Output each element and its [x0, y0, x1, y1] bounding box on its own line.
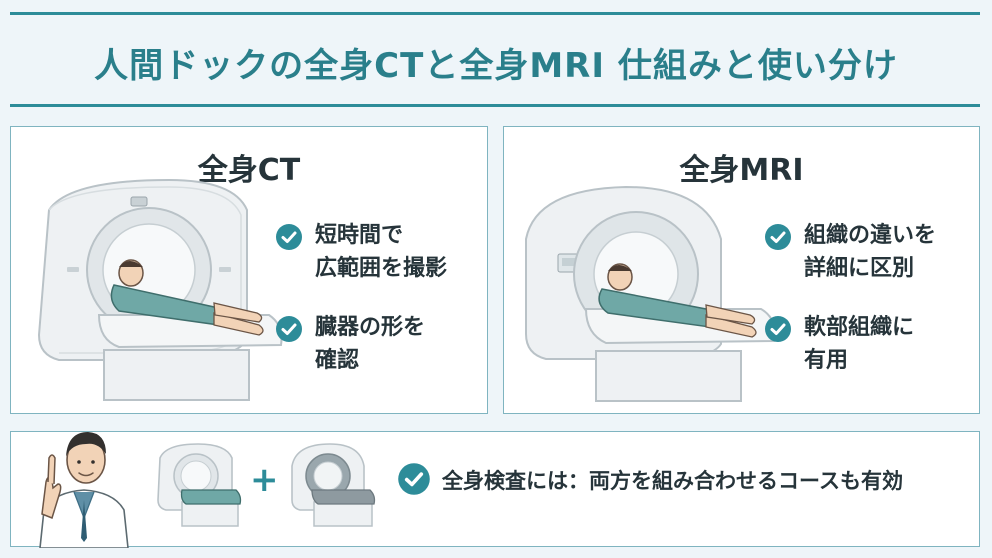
- mri-panel: 全身MRI 組織の違いを 詳細に区別 軟部組織に: [503, 126, 980, 414]
- ct-feature-2-line1: 臓器の形を: [315, 315, 426, 340]
- mri-feature-1-line1: 組織の違いを: [804, 223, 937, 248]
- ct-scanner-small-illustration: [157, 443, 242, 527]
- doctor-illustration: [39, 432, 129, 548]
- ct-feature-1-line1: 短時間で: [315, 223, 404, 248]
- summary-text: 全身検査には：両方を組み合わせるコースも有効: [442, 469, 903, 493]
- mri-heading: 全身MRI: [679, 153, 804, 188]
- ct-feature-2-line2: 確認: [315, 348, 360, 373]
- top-rule: [10, 12, 980, 15]
- mri-feature-2: 軟部組織に 有用: [764, 311, 914, 377]
- mri-feature-1-line2: 詳細に区別: [804, 256, 915, 281]
- title-underline: [10, 104, 980, 107]
- mri-scanner-illustration: [525, 185, 776, 402]
- check-circle-icon: [276, 224, 302, 250]
- ct-panel: 全身CT 短時間で 広範囲を撮影: [10, 126, 488, 414]
- check-circle-icon: [765, 224, 791, 250]
- check-circle-icon: [276, 316, 302, 342]
- ct-feature-1-line2: 広範囲を撮影: [315, 256, 448, 281]
- check-circle-icon: [398, 463, 430, 495]
- plus-sign: +: [250, 460, 279, 500]
- mri-feature-2-line1: 軟部組織に: [804, 315, 915, 340]
- mri-scanner-small-illustration: [291, 443, 376, 527]
- ct-feature-2: 臓器の形を 確認: [275, 311, 425, 377]
- ct-heading: 全身CT: [197, 153, 301, 188]
- check-circle-icon: [765, 316, 791, 342]
- ct-feature-1: 短時間で 広範囲を撮影: [275, 219, 447, 285]
- mri-feature-1: 組織の違いを 詳細に区別: [764, 219, 936, 285]
- page-title: 人間ドックの全身CTと全身MRI 仕組みと使い分け: [94, 46, 898, 86]
- mri-feature-2-line2: 有用: [804, 348, 849, 373]
- ct-scanner-illustration: [37, 178, 283, 401]
